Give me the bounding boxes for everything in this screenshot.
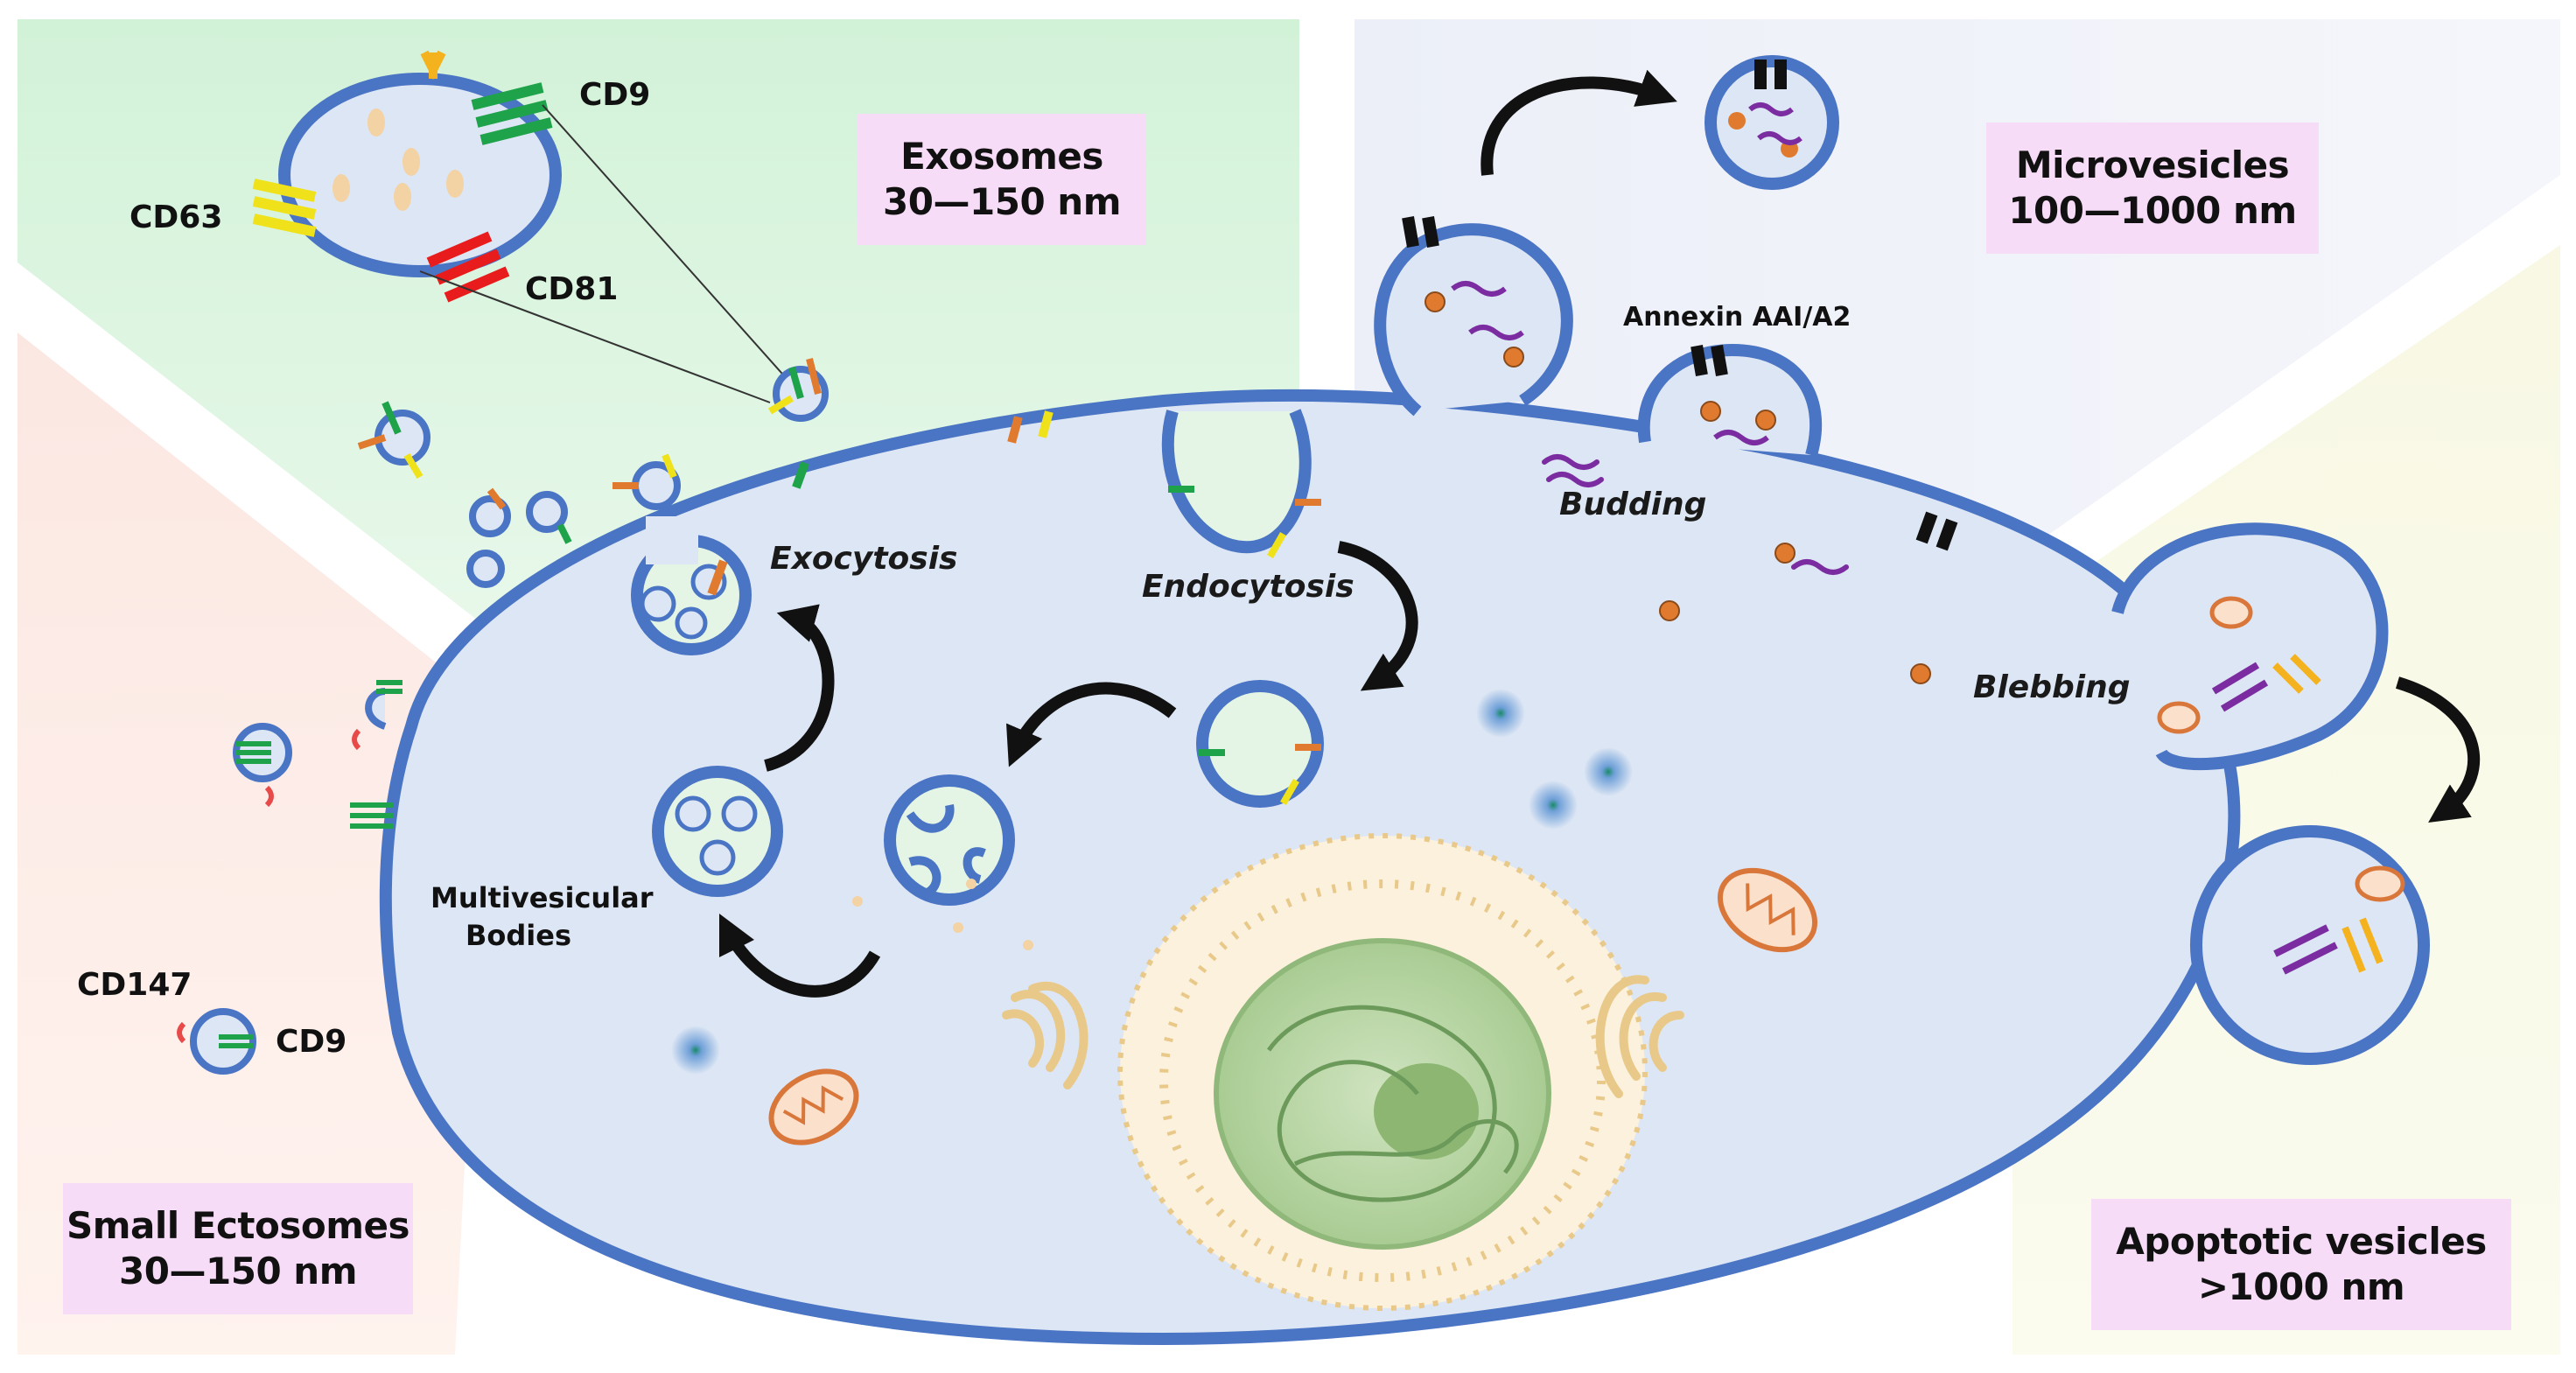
lysosome-dot: [1584, 747, 1633, 796]
ectosome-region: [18, 315, 490, 1355]
multivesicular-body: [652, 766, 783, 897]
golgi-left: [1002, 982, 1088, 1089]
exosome-detail-vesicle: [252, 50, 562, 303]
lysosome-dot: [1529, 781, 1578, 830]
blebbing-label: Blebbing: [1973, 669, 2131, 705]
rna-strands: [1542, 454, 1849, 575]
arrow-to-mvb: [1006, 682, 1177, 767]
microvesicles-title: Microvesicles: [2015, 143, 2290, 186]
exosomes-box: Exosomes 30—150 nm: [858, 114, 1146, 245]
cd9-ectosome-label: CD9: [276, 1024, 347, 1060]
cd9-label: CD9: [579, 77, 651, 113]
cd63-label: CD63: [130, 200, 223, 235]
pathway-arrows: [718, 69, 2481, 998]
endocytosis-pocket: [1161, 409, 1321, 558]
golgi-right: [1595, 975, 1684, 1098]
exocytosis-label: Exocytosis: [770, 541, 958, 577]
small-ectosomes-box: Small Ectosomes 30—150 nm: [63, 1183, 413, 1314]
annexin-label: Annexin AAI/A2: [1623, 302, 1852, 333]
exosomes-title: Exosomes: [900, 134, 1103, 178]
mitochondrion-1: [1717, 867, 1818, 953]
white-divider-right: [2012, 175, 2560, 613]
white-divider-left: [18, 263, 490, 691]
microvesicles-size: 100—1000 nm: [2008, 189, 2297, 232]
nucleus-complex: [1117, 833, 1648, 1311]
cd9-protein: [471, 82, 553, 145]
mvb-label: Multivesicular Bodies: [430, 879, 654, 955]
microvesicles-box: Microvesicles 100—1000 nm: [1986, 123, 2319, 254]
mvb-label-line2: Bodies: [466, 919, 571, 953]
budding-contents: [1424, 281, 1776, 445]
lipid-particles: [1659, 543, 1931, 684]
small-ectosomes: [177, 680, 402, 1075]
arrow-endocytosis: [1337, 541, 1418, 691]
membrane-marker: [1007, 416, 1023, 444]
budding-label: Budding: [1559, 487, 1707, 522]
lysosome-dot: [671, 1026, 720, 1075]
forming-mvb: [852, 774, 1033, 950]
annexin-vesicle: [1637, 343, 1823, 457]
cd81-label: CD81: [525, 271, 619, 307]
membrane-marker: [792, 461, 809, 489]
endocytosis-label: Endocytosis: [1142, 569, 1354, 605]
mitochondrion-2: [768, 1068, 859, 1145]
apoptotic-vesicles-box: Apoptotic vesicles >1000 nm: [2091, 1199, 2511, 1330]
small-ectosomes-size: 30—150 nm: [119, 1250, 357, 1292]
channel-marker: [1402, 216, 1958, 551]
arrow-release-apoptotic: [2395, 676, 2481, 823]
exocytosis-pocket: [631, 516, 752, 655]
released-microvesicle: [1704, 55, 1839, 190]
cd81-protein: [426, 231, 510, 303]
exosomes-size: 30—150 nm: [883, 180, 1121, 223]
cd147-label: CD147: [77, 967, 192, 1003]
released-apoptotic-vesicle: [2190, 825, 2430, 1065]
arrow-mvb: [718, 913, 881, 998]
small-exosomes: [374, 366, 829, 588]
arrow-release-mv: [1480, 69, 1677, 176]
bleb-contents: [2157, 596, 2321, 734]
apoptotic-vesicles-title: Apoptotic vesicles: [2116, 1219, 2487, 1263]
apoptotic-vesicles-size: >1000 nm: [2197, 1265, 2405, 1308]
small-ectosomes-title: Small Ectosomes: [66, 1203, 410, 1247]
membrane-marker: [1038, 410, 1054, 438]
exosome-markers: [357, 358, 822, 544]
antibody-marker: [420, 50, 446, 81]
cd63-protein: [252, 179, 317, 237]
mvb-label-line1: Multivesicular: [430, 881, 654, 914]
arrow-exocytosis: [763, 604, 835, 772]
budding-microvesicle: [1374, 223, 1573, 417]
lysosome-dot: [1476, 689, 1525, 738]
early-endosome: [1196, 680, 1324, 808]
